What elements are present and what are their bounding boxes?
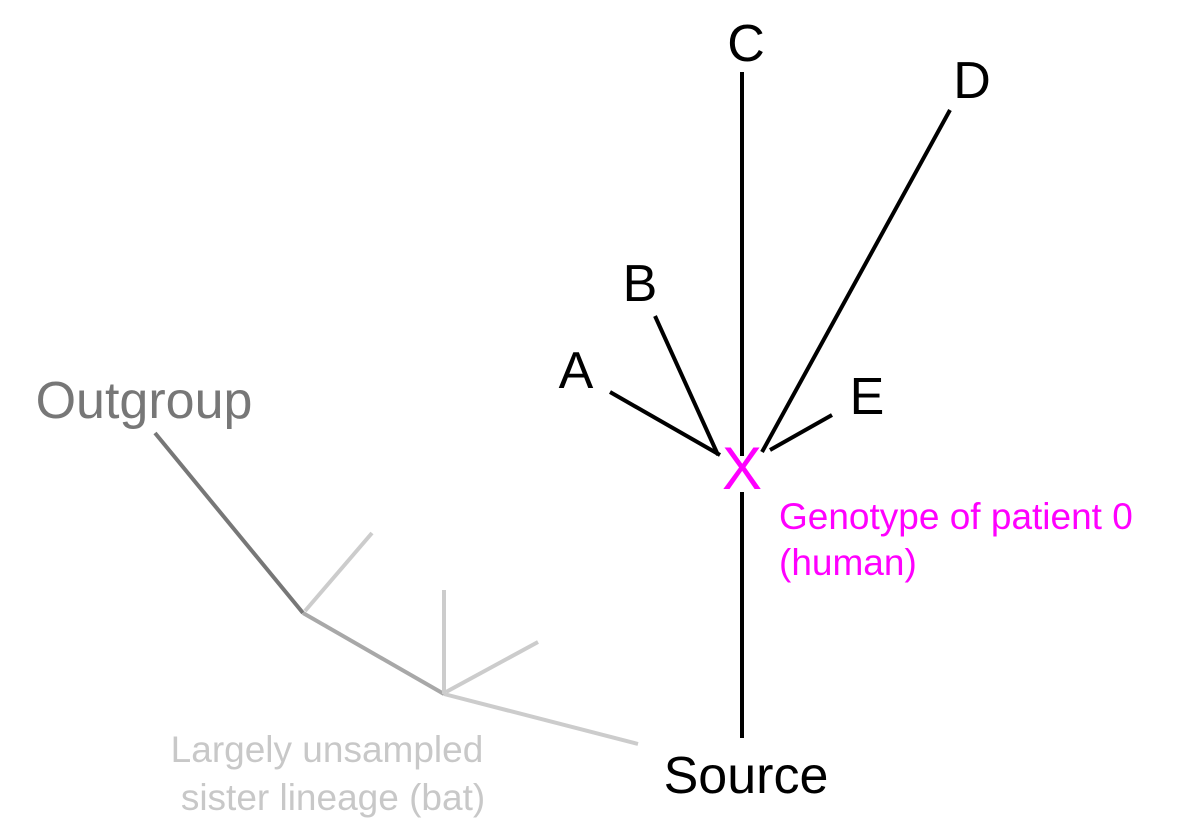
tip-label-b: B (623, 255, 658, 313)
patient-zero-label-line2: (human) (779, 542, 917, 583)
branch-twig-1 (303, 531, 374, 613)
tip-label-d: D (953, 52, 991, 110)
branch-to-b (653, 315, 720, 456)
sister-tree (153, 431, 639, 746)
main-tree (609, 72, 952, 738)
branch-to-e (769, 413, 833, 452)
patient-zero-label-line1: Genotype of patient 0 (779, 496, 1133, 537)
branch-stem-lower (443, 692, 639, 746)
branch-stem-upper (302, 611, 445, 696)
branch-to-a (609, 390, 721, 457)
tip-label-c: C (727, 15, 765, 73)
patient-zero-marker: X (722, 435, 762, 502)
outgroup-label: Outgroup (36, 372, 253, 430)
branch-outgroup (153, 431, 305, 615)
tip-label-e: E (850, 368, 885, 426)
branch-to-d (760, 109, 952, 453)
sister-lineage-label-line2: sister lineage (bat) (181, 777, 485, 818)
tip-label-a: A (559, 342, 594, 400)
branch-twig-3 (445, 640, 539, 694)
sister-lineage-label-line1: Largely unsampled (171, 729, 484, 770)
source-label: Source (664, 747, 829, 805)
